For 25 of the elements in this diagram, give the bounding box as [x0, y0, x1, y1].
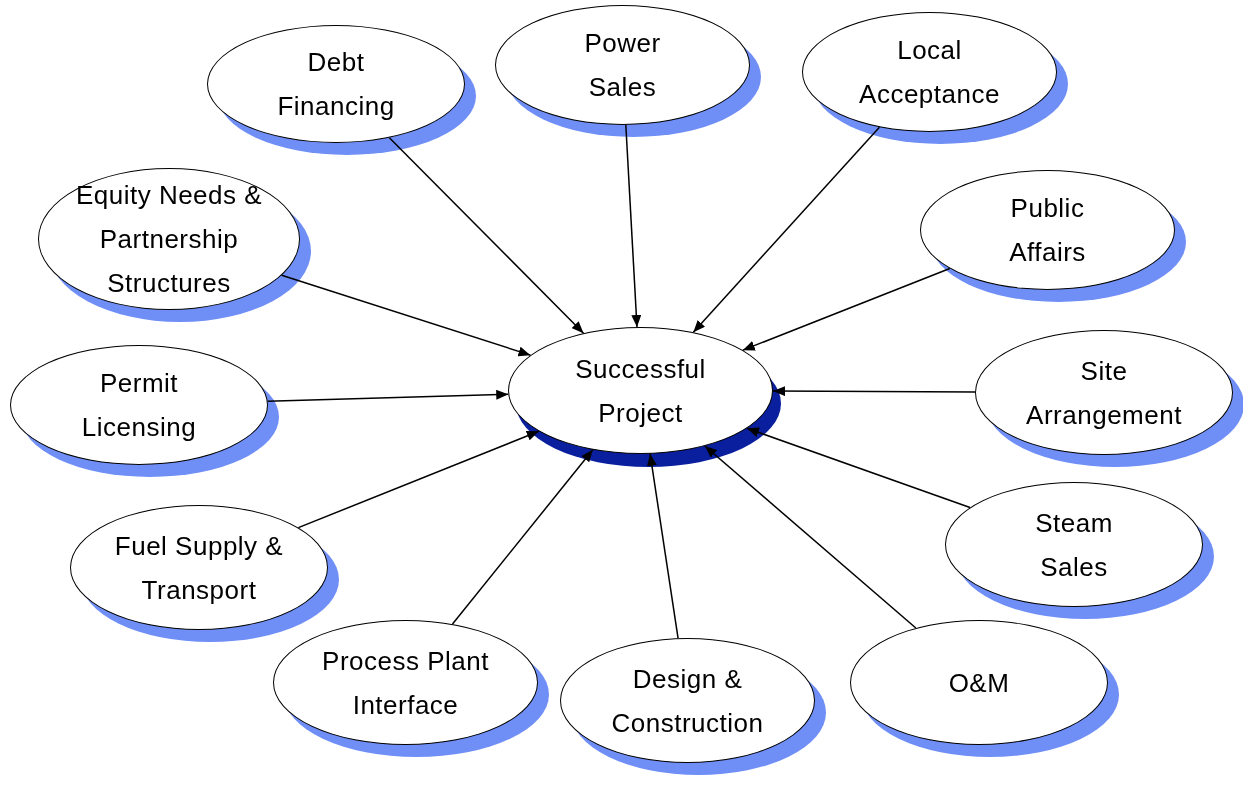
node-label: Equity Needs & Partnership Structures [74, 179, 264, 300]
node-label: Successful Project [574, 352, 707, 430]
arrow [625, 124, 642, 328]
node-label: O&M [948, 666, 1010, 700]
node-label: Steam Sales [1034, 506, 1114, 584]
arrow [280, 274, 532, 357]
arrow [451, 449, 594, 625]
node-label: Permit Licensing [80, 367, 198, 444]
node-label: Fuel Supply & Transport [113, 529, 285, 607]
node-label: Design & Construction [610, 662, 765, 740]
arrow [746, 427, 971, 509]
node-label: Site Arrangement [1025, 354, 1183, 432]
node-label: Local Acceptance [858, 34, 1001, 111]
node-label: Debt Financing [276, 46, 396, 123]
arrow [388, 136, 585, 334]
node-label: Power Sales [583, 27, 662, 104]
arrow [646, 453, 679, 639]
arrow [742, 267, 951, 351]
node-label: Process Plant Interface [321, 644, 490, 722]
node-label: Public Affairs [1008, 192, 1087, 269]
arrow [772, 386, 976, 397]
arrow [267, 389, 509, 403]
arrow [692, 126, 881, 333]
arrow [297, 430, 540, 529]
arrow [704, 445, 917, 629]
